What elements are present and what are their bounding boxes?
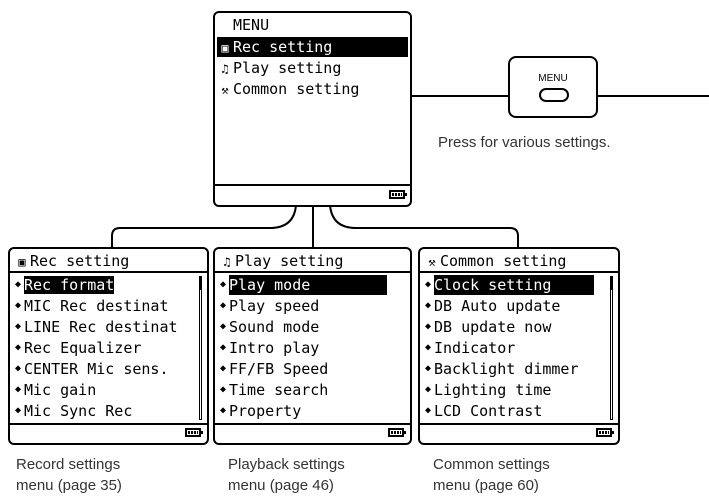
common-menu-caption-line2: menu (page 60) (433, 477, 539, 494)
common-menu-item[interactable]: ◆Lighting time (424, 381, 552, 399)
play-menu-item[interactable]: ◆Play mode (217, 275, 396, 295)
play-menu-item-label: Property (229, 402, 302, 420)
play-menu-item-label: Play mode (229, 275, 387, 295)
main-menu-screen: MENU ▣ Rec setting ♫ Play setting ⚒ Common … (213, 11, 412, 207)
common-menu-item[interactable]: ◆DB Auto update (424, 297, 561, 315)
play-menu-caption-line1: Playback settings (228, 456, 345, 473)
status-divider (215, 184, 410, 186)
menu-button-caption: Press for various settings. (438, 134, 611, 151)
common-menu-item[interactable]: ◆DB update now (424, 318, 552, 336)
play-menu-item-label: Play speed (229, 297, 320, 315)
menu-button-panel: MENU (508, 56, 598, 118)
menu-button-label: MENU (538, 73, 568, 84)
wrench-icon: ⚒ (221, 83, 229, 97)
play-menu-item[interactable]: ◆Intro play (219, 339, 320, 357)
rec-icon: ▣ (18, 255, 26, 269)
rec-menu-item[interactable]: ◆Mic Sync Rec (14, 402, 133, 420)
rec-menu-item-label: Rec format (24, 276, 115, 294)
main-menu-item-label: Play setting (233, 59, 342, 77)
rec-menu-title: Rec setting (30, 252, 130, 270)
common-setting-screen: ⚒ Common setting ◆Clock setting ◆DB Auto … (418, 247, 620, 445)
rec-icon: ▣ (221, 41, 229, 55)
play-menu-item[interactable]: ◆Sound mode (219, 318, 320, 336)
main-menu-item-play-setting[interactable]: ♫ Play setting (217, 58, 408, 78)
battery-icon (596, 428, 614, 437)
battery-icon (388, 428, 406, 437)
rec-menu-item-label: CENTER Mic sens. (24, 360, 169, 378)
common-menu-item-label: Lighting time (434, 381, 552, 399)
common-menu-item[interactable]: ◆Indicator (424, 339, 516, 357)
music-note-icon: ♫ (223, 255, 231, 269)
play-menu-item-label: Time search (229, 381, 329, 399)
rec-menu-item[interactable]: ◆Rec Equalizer (14, 339, 142, 357)
rec-menu-item-label: MIC Rec destinat (24, 297, 169, 315)
rec-setting-screen: ▣ Rec setting ◆Rec format ◆MIC Rec destin… (8, 247, 209, 445)
common-menu-item-label: Indicator (434, 339, 516, 357)
rec-menu-caption-line1: Record settings (16, 456, 121, 473)
battery-icon (389, 190, 407, 199)
menu-button[interactable] (539, 88, 569, 102)
play-menu-item[interactable]: ◆Play speed (219, 297, 320, 315)
title-divider (420, 271, 618, 273)
play-menu-caption-line2: menu (page 46) (228, 477, 334, 494)
wrench-icon: ⚒ (428, 255, 436, 269)
common-menu-scrollbar[interactable] (610, 276, 613, 420)
rec-menu-scrollbar[interactable] (199, 276, 202, 420)
rec-menu-item[interactable]: ◆LINE Rec destinat (14, 318, 178, 336)
main-menu-item-label: Common setting (233, 80, 360, 98)
rec-menu-item-label: LINE Rec destinat (24, 318, 178, 336)
status-divider (420, 423, 618, 425)
play-menu-item-label: Intro play (229, 339, 320, 357)
rec-menu-item-label: Mic Sync Rec (24, 402, 133, 420)
common-menu-item[interactable]: ◆Backlight dimmer (424, 360, 579, 378)
status-divider (10, 423, 207, 425)
common-menu-item-label: LCD Contrast (434, 402, 543, 420)
common-menu-item-label: DB update now (434, 318, 552, 336)
music-note-icon: ♫ (221, 62, 229, 76)
rec-menu-item[interactable]: ◆CENTER Mic sens. (14, 360, 169, 378)
common-menu-item-label: Backlight dimmer (434, 360, 579, 378)
rec-menu-item[interactable]: ◆Mic gain (14, 381, 97, 399)
common-menu-item[interactable]: ◆Clock setting (422, 275, 616, 295)
title-divider (10, 271, 207, 273)
common-menu-item-label: DB Auto update (434, 297, 561, 315)
play-menu-item[interactable]: ◆Property (219, 402, 302, 420)
main-menu-item-common-setting[interactable]: ⚒ Common setting (217, 79, 408, 99)
play-setting-screen: ♫ Play setting ◆Play mode ◆Play speed ◆So… (213, 247, 412, 445)
rec-menu-caption-line2: menu (page 35) (16, 477, 122, 494)
play-menu-title: Play setting (235, 252, 344, 270)
main-menu-item-rec-setting[interactable]: ▣ Rec setting (217, 37, 408, 57)
status-divider (215, 423, 410, 425)
rec-menu-item[interactable]: ◆MIC Rec destinat (14, 297, 169, 315)
common-menu-item-label: Clock setting (434, 275, 594, 295)
battery-icon (185, 428, 203, 437)
rec-menu-item-label: Mic gain (24, 381, 97, 399)
main-menu-item-label: Rec setting (233, 38, 333, 56)
common-menu-caption-line1: Common settings (433, 456, 550, 473)
play-menu-item-label: Sound mode (229, 318, 320, 336)
play-menu-item[interactable]: ◆FF/FB Speed (219, 360, 329, 378)
common-menu-title: Common setting (440, 252, 567, 270)
rec-menu-item[interactable]: ◆Rec format (14, 276, 115, 294)
play-menu-item-label: FF/FB Speed (229, 360, 329, 378)
title-divider (215, 271, 410, 273)
play-menu-item[interactable]: ◆Time search (219, 381, 329, 399)
common-menu-item[interactable]: ◆LCD Contrast (424, 402, 543, 420)
rec-menu-item-label: Rec Equalizer (24, 339, 142, 357)
main-menu-title: MENU (233, 16, 270, 34)
